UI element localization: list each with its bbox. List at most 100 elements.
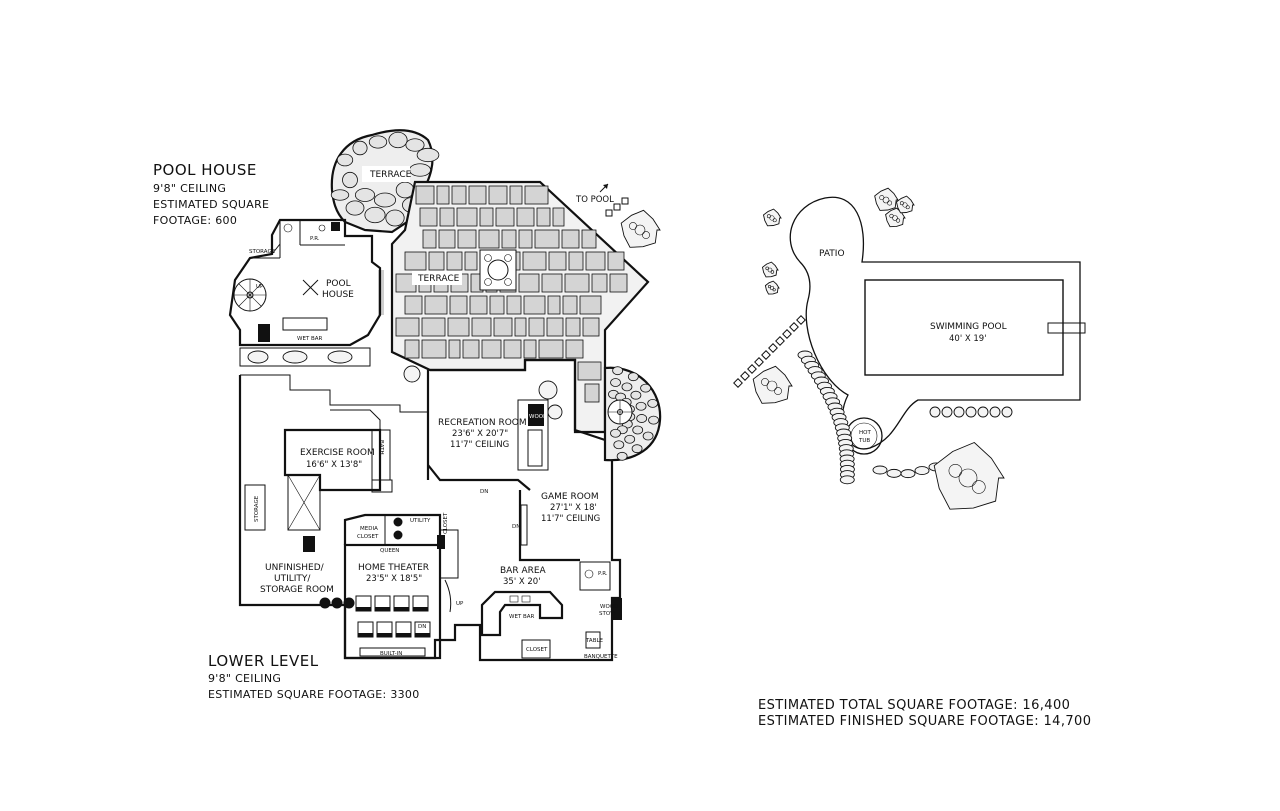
bar-area-dims: 35' X 20'	[503, 577, 541, 587]
game-dn-label: DN	[512, 524, 520, 530]
bath-label: BATH	[378, 440, 384, 455]
home-theater-label: HOME THEATER	[358, 563, 429, 573]
pool-house-label-1: POOL	[326, 279, 351, 289]
terrace-paver	[419, 207, 438, 227]
terrace-paver	[395, 317, 420, 337]
terrace-paver	[536, 207, 551, 227]
media-closet-label-2: CLOSET	[357, 534, 379, 540]
spiral-stair-icon	[233, 278, 267, 312]
upper-terrace: TERRACE	[330, 129, 440, 234]
terrace-paver	[464, 251, 478, 271]
terrace-paver	[509, 185, 523, 205]
theater-seat-back	[413, 607, 428, 611]
patio-stone	[610, 378, 621, 387]
terrace-paver	[541, 273, 563, 293]
unfinished-label-2: UTILITY/	[274, 574, 311, 584]
unfinished-label-1: UNFINISHED/	[265, 563, 325, 573]
pool-stepping-stone	[761, 350, 771, 360]
terrace-paver	[428, 251, 445, 271]
theater-seat-back	[375, 607, 390, 611]
terrace-paver	[568, 251, 584, 271]
terrace-stone	[354, 188, 376, 202]
pool-house-wet-bar: WET BAR	[297, 336, 323, 342]
lower-level-area: ESTIMATED SQUARE FOOTAGE: 3300	[208, 688, 420, 701]
terrace-paver	[404, 295, 423, 315]
terrace-stone	[336, 153, 354, 167]
stepping-stones-pool	[733, 315, 806, 388]
shrub-icon	[941, 406, 953, 418]
terrace-paver	[462, 339, 480, 359]
tree-icon	[620, 209, 661, 248]
terrace-paver	[471, 317, 492, 337]
patio-stone	[610, 428, 621, 438]
terrace-stone	[409, 163, 431, 177]
terrace-paver	[506, 295, 522, 315]
terrace-paver	[439, 207, 455, 227]
round-stone-patio	[603, 366, 662, 462]
spiral-stair-icon	[607, 399, 633, 425]
terrace-paver	[449, 295, 468, 315]
terrace-paver	[528, 317, 545, 337]
terrace-stone	[364, 206, 386, 224]
tree-icon	[933, 441, 1005, 510]
terrace-paver	[565, 339, 584, 359]
patio-stone	[647, 398, 659, 408]
pool-stepping-stone	[768, 343, 778, 353]
patio-stone	[632, 425, 644, 435]
pool-stepping-stone	[733, 378, 743, 388]
lower-wet-bar-label: WET BAR	[509, 614, 535, 620]
theater-seat-back	[358, 633, 373, 637]
shrub-icon	[1001, 406, 1013, 418]
terrace-paver	[495, 207, 515, 227]
terrace-paver	[585, 251, 606, 271]
main-terrace-label: TERRACE	[417, 274, 460, 284]
patio-stone	[635, 401, 647, 411]
tree-icon	[762, 208, 782, 227]
pool-house-pr: P.R.	[310, 236, 320, 242]
lower-storage-label: STORAGE	[254, 495, 260, 522]
terrace-paver	[523, 339, 537, 359]
terrace-paver	[469, 295, 488, 315]
pool-house-ceiling: 9'8" CEILING	[153, 182, 226, 195]
pool-house-area-line1: ESTIMATED SQUARE	[153, 198, 269, 211]
recreation-room-dims: 23'6" X 20'7"	[452, 429, 508, 439]
shrub-icon	[953, 406, 965, 418]
hedge-shrub	[914, 466, 930, 476]
terrace-paver	[438, 229, 456, 249]
wood-box-label: WOOD	[529, 414, 547, 420]
stair-up-pool: UP	[256, 284, 264, 290]
patio-stone	[630, 390, 642, 400]
terrace-paver	[523, 295, 546, 315]
queen-label: QUEEN	[380, 548, 399, 554]
stepping-stones-to-pool	[605, 197, 629, 217]
bar-dn-label: DN	[418, 624, 426, 630]
theater-seat-back	[356, 607, 371, 611]
terrace-paver	[552, 207, 565, 227]
pool-stepping-stone	[789, 322, 799, 332]
terrace-paver	[479, 207, 494, 227]
terrace-paver	[564, 273, 590, 293]
terrace-paver	[404, 251, 427, 271]
north-arrow-icon	[599, 183, 609, 193]
patio-stone	[612, 366, 624, 376]
pool-house-storage: STORAGE	[249, 249, 276, 255]
terrace-paver	[561, 229, 580, 249]
pool-stepping-stone	[740, 371, 750, 381]
hedge-shrub	[839, 475, 855, 485]
wood-stove-label-2: STOVE	[599, 611, 618, 617]
stair-up-lower: UP	[456, 601, 464, 607]
bar-area-label: BAR AREA	[500, 566, 547, 576]
tree-icon	[895, 195, 915, 214]
patio-stone	[648, 415, 659, 425]
stair-closet-label: CLOSET	[443, 512, 449, 534]
terrace-paver	[591, 273, 608, 293]
unfinished-label-3: STORAGE ROOM	[260, 585, 334, 595]
lower-level-ceiling: 9'8" CEILING	[208, 672, 281, 685]
to-pool-label: TO POOL	[575, 195, 614, 205]
terrace-paver	[448, 339, 461, 359]
terrace-stone	[368, 135, 388, 149]
home-theater-dims: 23'5" X 18'5"	[366, 574, 422, 584]
finished-square-footage: ESTIMATED FINISHED SQUARE FOOTAGE: 14,70…	[758, 714, 1091, 729]
game-room-label: GAME ROOM	[541, 492, 599, 502]
